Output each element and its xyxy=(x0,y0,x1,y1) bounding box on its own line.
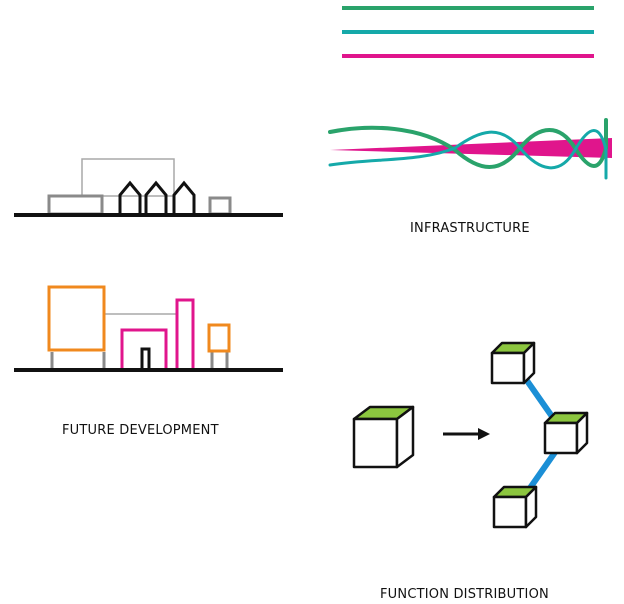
house-shape xyxy=(118,180,142,213)
infrastructure-label: INFRASTRUCTURE xyxy=(410,221,530,236)
teal-braid xyxy=(328,129,608,180)
future-development-label: FUTURE DEVELOPMENT xyxy=(62,423,219,438)
house-shape xyxy=(172,180,196,213)
single-cube-icon xyxy=(352,405,415,469)
small-door xyxy=(140,347,151,369)
cube-middle xyxy=(543,411,589,455)
orange-tower xyxy=(47,285,106,352)
cube-bottom xyxy=(492,485,538,529)
low-building xyxy=(47,194,104,216)
function-distribution xyxy=(352,341,589,529)
small-building xyxy=(208,196,232,216)
magenta-gate xyxy=(120,328,168,369)
future-buildings-elevation xyxy=(14,285,283,372)
function-distribution-label: FUNCTION DISTRIBUTION xyxy=(380,587,549,602)
magenta-tower xyxy=(175,298,195,369)
existing-buildings-elevation xyxy=(14,158,283,217)
infrastructure-braided-lines xyxy=(328,118,612,180)
infrastructure-lines xyxy=(342,6,594,58)
house-shape xyxy=(144,180,168,213)
cube-top xyxy=(490,341,536,385)
distributed-cubes-icon xyxy=(490,341,589,529)
orange-box xyxy=(207,323,231,353)
magenta-wedge xyxy=(330,138,612,158)
arrow-right-icon xyxy=(443,428,490,440)
green-braid xyxy=(328,118,608,169)
connector-outline xyxy=(81,158,175,197)
